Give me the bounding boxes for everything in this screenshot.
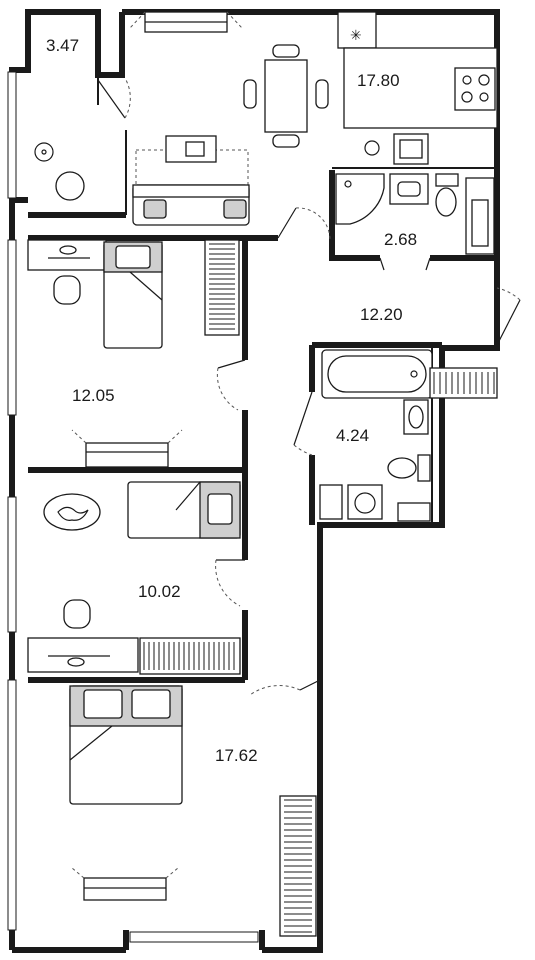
room-area-label: 10.02 <box>138 582 181 601</box>
room-area-label: 12.20 <box>360 305 403 324</box>
wardrobe-hatching <box>143 243 495 933</box>
bathroom-fixtures <box>319 349 433 522</box>
room-area-label: 17.62 <box>215 746 258 765</box>
room-area-label: 2.68 <box>384 230 417 249</box>
small-bathroom-fixtures <box>335 173 495 255</box>
bedroom-2-furniture <box>27 481 241 673</box>
left-windows <box>7 71 259 943</box>
room-area-label: 17.80 <box>357 71 400 90</box>
doors <box>97 79 521 696</box>
room-area-label: 12.05 <box>72 386 115 405</box>
room-area-label: 3.47 <box>46 36 79 55</box>
bedroom-1-furniture <box>27 239 183 468</box>
area-labels: 3.47 17.80 2.68 12.20 12.05 4.24 10.02 1… <box>46 36 417 765</box>
interior-walls <box>28 75 497 683</box>
kitchen-furniture: ✳ <box>34 11 498 226</box>
master-bedroom-furniture <box>69 685 183 901</box>
room-area-label: 4.24 <box>336 426 369 445</box>
svg-text:✳: ✳ <box>350 28 362 44</box>
